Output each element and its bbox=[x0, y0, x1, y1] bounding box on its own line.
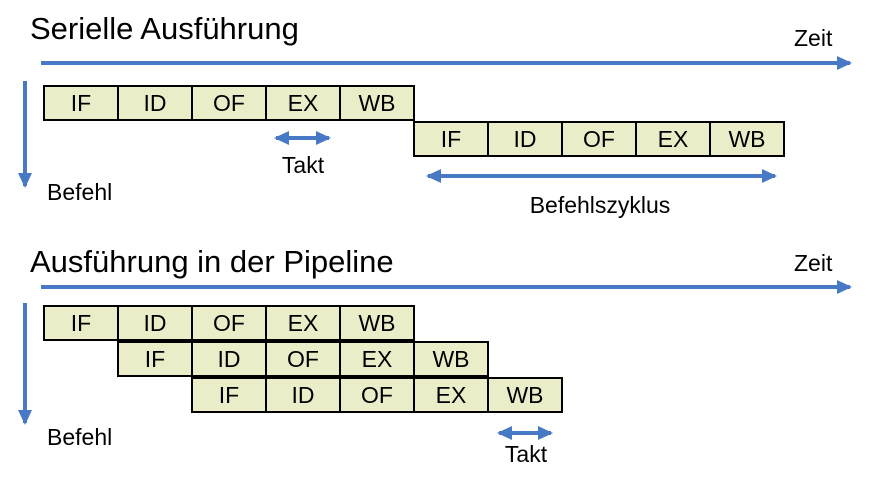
stage-cell-id: ID bbox=[117, 305, 193, 341]
pipeline-section-title: Ausführung in der Pipeline bbox=[30, 244, 394, 279]
stage-cell-wb: WB bbox=[339, 305, 415, 341]
serial-clock-label: Takt bbox=[281, 152, 325, 178]
pipeline-instruction-3-row: IF ID OF EX WB bbox=[191, 377, 563, 413]
stage-cell-wb: WB bbox=[487, 377, 563, 413]
stage-cell-wb: WB bbox=[413, 341, 489, 377]
serial-instruction-2-row: IF ID OF EX WB bbox=[413, 121, 785, 157]
stage-cell-id: ID bbox=[117, 85, 193, 121]
stage-cell-if: IF bbox=[43, 305, 119, 341]
pipeline-instruction-1-row: IF ID OF EX WB bbox=[43, 305, 415, 341]
pipeline-instruction-2-row: IF ID OF EX WB bbox=[117, 341, 489, 377]
stage-cell-ex: EX bbox=[635, 121, 711, 157]
stage-cell-of: OF bbox=[561, 121, 637, 157]
pipeline-instruction-axis-label: Befehl bbox=[47, 424, 113, 450]
stage-cell-wb: WB bbox=[339, 85, 415, 121]
stage-cell-wb: WB bbox=[709, 121, 785, 157]
serial-instruction-axis-label: Befehl bbox=[47, 179, 113, 205]
instruction-cycle-label: Befehlszyklus bbox=[529, 192, 671, 218]
stage-cell-id: ID bbox=[265, 377, 341, 413]
serial-section-title: Serielle Ausführung bbox=[30, 11, 299, 46]
stage-cell-if: IF bbox=[43, 85, 119, 121]
stage-cell-id: ID bbox=[191, 341, 267, 377]
serial-instruction-1-row: IF ID OF EX WB bbox=[43, 85, 415, 121]
stage-cell-ex: EX bbox=[265, 305, 341, 341]
stage-cell-if: IF bbox=[191, 377, 267, 413]
pipeline-clock-label: Takt bbox=[504, 441, 548, 467]
stage-cell-ex: EX bbox=[265, 85, 341, 121]
pipeline-time-axis-label: Zeit bbox=[794, 250, 833, 276]
stage-cell-ex: EX bbox=[339, 341, 415, 377]
stage-cell-if: IF bbox=[413, 121, 489, 157]
stage-cell-of: OF bbox=[265, 341, 341, 377]
stage-cell-of: OF bbox=[339, 377, 415, 413]
stage-cell-if: IF bbox=[117, 341, 193, 377]
stage-cell-id: ID bbox=[487, 121, 563, 157]
stage-cell-of: OF bbox=[191, 305, 267, 341]
stage-cell-of: OF bbox=[191, 85, 267, 121]
stage-cell-ex: EX bbox=[413, 377, 489, 413]
serial-time-axis-label: Zeit bbox=[794, 25, 833, 51]
